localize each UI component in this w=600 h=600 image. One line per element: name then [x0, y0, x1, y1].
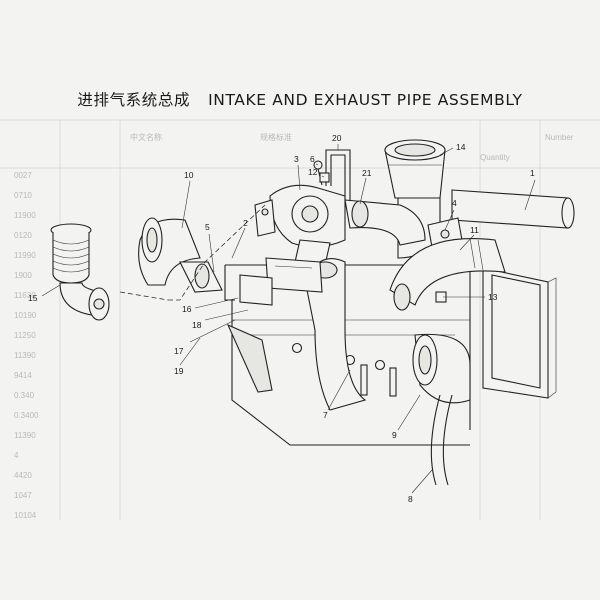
ghost-row-code: 4	[14, 451, 19, 460]
ghost-header-number: Number	[545, 133, 574, 142]
ghost-row-code: 11900	[14, 211, 36, 220]
intake-elbow	[344, 199, 426, 246]
ghost-header-quantity: Quantity	[480, 153, 510, 162]
nut-12	[319, 172, 330, 183]
callout-14: 14	[456, 142, 466, 152]
ghost-header-name: 中文名称	[130, 132, 162, 142]
ghost-row-code: 1900	[14, 271, 32, 280]
ghost-row-code: 10190	[14, 311, 37, 320]
callout-numbers: 1 2 3 4 5 6 7 8 9 10 11 12 13 14 15 16 1…	[28, 133, 535, 504]
title-english: INTAKE AND EXHAUST PIPE ASSEMBLY	[208, 91, 523, 109]
page-title: 进排气系统总成 INTAKE AND EXHAUST PIPE ASSEMBLY	[0, 88, 600, 110]
callout-8: 8	[408, 494, 413, 504]
callout-10: 10	[184, 170, 194, 180]
callout-17: 17	[174, 346, 184, 356]
elbow-9	[412, 333, 471, 404]
pipe-5	[179, 261, 223, 293]
ghost-row-code: 1047	[14, 491, 32, 500]
callout-19: 19	[174, 366, 184, 376]
callout-20: 20	[332, 133, 342, 143]
hose-8	[430, 394, 453, 486]
callout-2: 2	[243, 218, 248, 228]
ghost-row-code: 11990	[14, 251, 36, 260]
callout-12: 12	[308, 167, 318, 177]
callout-7: 7	[323, 410, 328, 420]
ghost-row-codes: 0027 0710 11900 0120 11990 1900 11630 10190 1125…	[14, 171, 39, 520]
callout-3: 3	[294, 154, 299, 164]
turbocharger	[254, 184, 346, 266]
bleed-through-table: 中文名称 规格标准 Number Quantity 00270710119000…	[0, 119, 600, 520]
callout-1: 1	[530, 168, 535, 178]
ghost-header-spec: 规格标准	[260, 132, 292, 142]
dashed-connection-left	[119, 291, 169, 301]
elbow-10	[138, 217, 201, 286]
callout-21: 21	[362, 168, 372, 178]
title-chinese: 进排气系统总成	[77, 91, 191, 109]
ghost-row-code: 4420	[14, 471, 32, 480]
ghost-row-code: 0027	[14, 171, 32, 180]
callout-4: 4	[452, 198, 457, 208]
exhaust-manifold	[239, 257, 323, 306]
dashed-connection	[168, 204, 266, 301]
ghost-row-code: 11390	[14, 431, 36, 440]
ghost-row-code: 0120	[14, 231, 32, 240]
ghost-row-code: 0.3400	[14, 411, 39, 420]
callout-13: 13	[488, 292, 498, 302]
callout-15: 15	[28, 293, 38, 303]
exhaust-bellows-15	[50, 223, 110, 321]
ghost-row-code: 0710	[14, 191, 32, 200]
ghost-row-code: 11390	[14, 351, 36, 360]
callout-5: 5	[205, 222, 210, 232]
ghost-row-code: 11250	[14, 331, 36, 340]
pipe-1	[451, 189, 575, 229]
intercooler	[482, 267, 557, 399]
ghost-row-code: 11630	[14, 291, 36, 300]
callout-18: 18	[192, 320, 202, 330]
callout-9: 9	[392, 430, 397, 440]
ghost-row-code: 10104	[14, 511, 37, 520]
callout-11: 11	[470, 225, 479, 235]
pipe-11	[389, 237, 506, 311]
callout-6: 6	[310, 154, 315, 164]
leader-lines	[41, 144, 536, 494]
ghost-row-code: 9414	[14, 371, 32, 380]
callout-16: 16	[182, 304, 192, 314]
ghost-row-code: 0.340	[14, 391, 35, 400]
